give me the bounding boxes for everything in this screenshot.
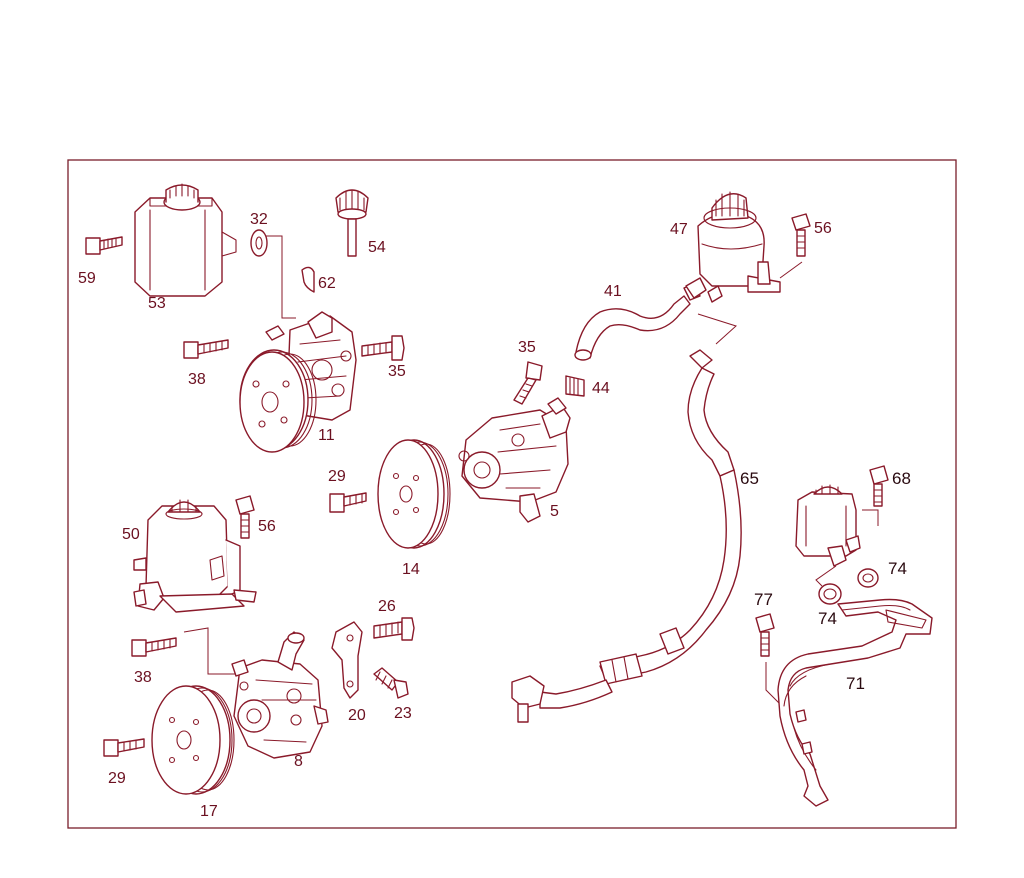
label-29-lower: 29 [108,770,126,787]
label-8: 8 [294,753,303,770]
label-26: 26 [378,598,396,615]
part-74-clamp-lower[interactable] [818,583,842,605]
part-38-bolt-lower[interactable] [131,637,177,657]
part-65-hose[interactable] [511,349,742,723]
part-41-hose[interactable] [574,283,701,361]
part-62-clip[interactable] [301,266,315,293]
part-71-pipe[interactable] [777,598,933,807]
part-23-bolt[interactable] [373,667,409,699]
label-5: 5 [550,503,559,520]
label-74-upper: 74 [888,559,907,578]
part-47-reservoir[interactable] [685,191,781,303]
label-11: 11 [318,427,335,444]
label-32: 32 [250,211,268,228]
label-23: 23 [394,705,412,722]
label-35-right: 35 [388,363,406,380]
label-56-upper: 56 [814,220,832,237]
label-50: 50 [122,526,140,543]
label-59: 59 [78,270,96,287]
part-50-reservoir[interactable] [133,499,257,613]
part-54-cap[interactable] [335,189,369,257]
part-74-clamp-upper[interactable] [857,568,879,588]
part-20-bracket[interactable] [331,621,363,699]
label-68: 68 [892,469,911,488]
label-62: 62 [318,275,336,292]
part-29-bolt-middle[interactable] [329,492,367,513]
part-26-bolt[interactable] [373,617,415,641]
label-41: 41 [604,283,622,300]
part-5-pump[interactable] [458,397,571,523]
part-38-bolt-upper[interactable] [183,339,229,359]
label-38-upper: 38 [188,371,206,388]
label-14: 14 [402,561,420,578]
part-56-bolt-upper[interactable] [791,213,811,257]
part-8-pump[interactable] [231,631,329,759]
label-38-lower: 38 [134,669,152,686]
label-17: 17 [200,803,218,820]
label-77: 77 [754,590,773,609]
part-35-bolt-center[interactable] [513,361,543,405]
label-53: 53 [148,295,166,312]
label-20: 20 [348,707,366,724]
label-29-middle: 29 [328,468,346,485]
part-59-bolt[interactable] [85,236,123,255]
label-71: 71 [846,674,865,693]
label-74-lower: 74 [818,609,837,628]
part-68-bolt[interactable] [869,465,889,507]
label-54: 54 [368,239,386,256]
label-56-lower: 56 [258,518,276,535]
diagram-frame [67,159,957,829]
part-29-bolt-lower[interactable] [103,738,145,757]
part-right-reservoir[interactable] [795,484,861,567]
part-14-pulley[interactable] [377,439,451,549]
part-17-pulley[interactable] [151,685,235,795]
part-77-bolt[interactable] [755,613,775,657]
label-47: 47 [670,221,688,238]
part-11-pump[interactable] [239,311,357,453]
part-32-seal[interactable] [250,229,268,257]
label-35-center: 35 [518,339,536,356]
label-65: 65 [740,469,759,488]
part-44-clamp[interactable] [565,375,585,397]
part-35-bolt-right[interactable] [361,335,405,361]
part-53-reservoir[interactable] [134,183,237,297]
part-56-bolt-lower[interactable] [235,495,255,539]
label-44: 44 [592,380,610,397]
